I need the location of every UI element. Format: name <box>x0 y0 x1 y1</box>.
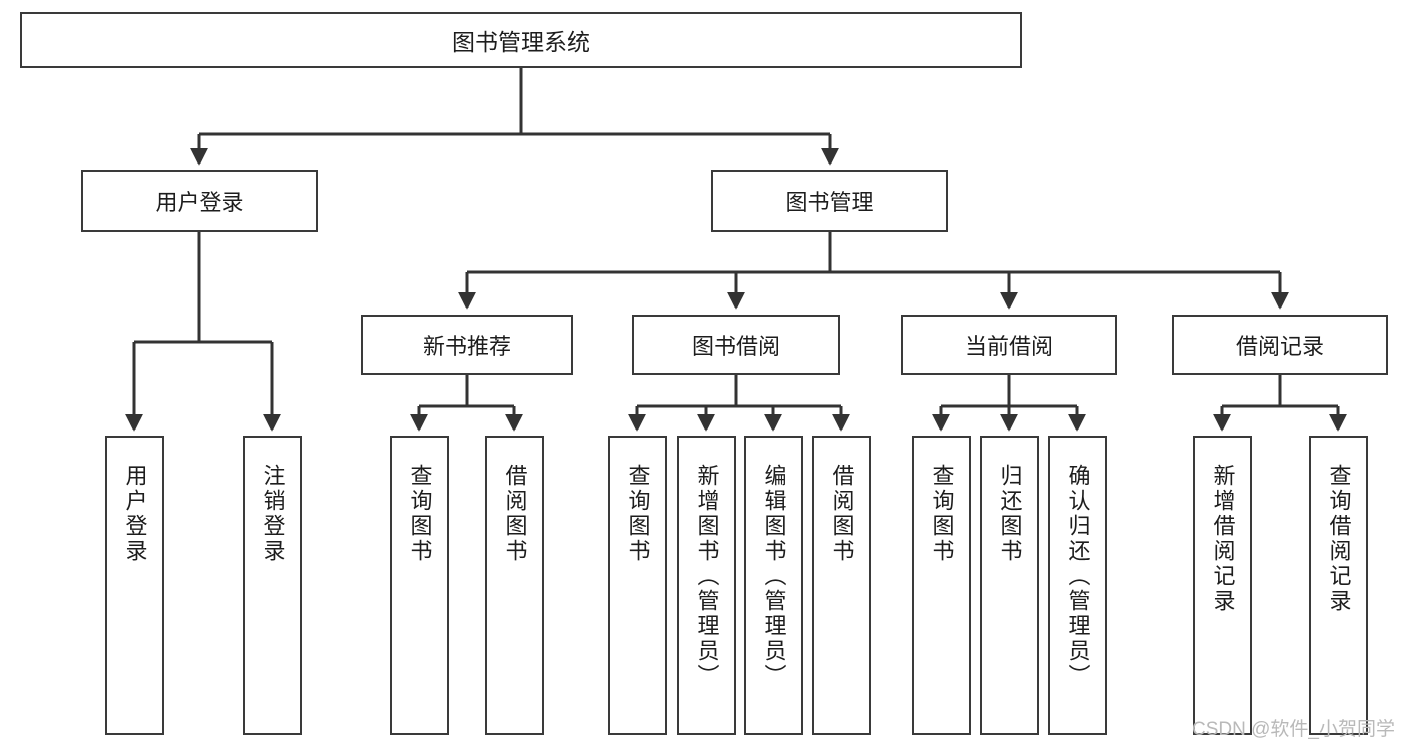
leaf-book-borrow-edit[interactable]: 编辑图书（管理员） <box>744 436 803 735</box>
node-borrow-record[interactable]: 借阅记录 <box>1172 315 1388 375</box>
leaf-book-borrow-add[interactable]: 新增图书（管理员） <box>677 436 736 735</box>
leaf-current-borrow-confirm[interactable]: 确认归还（管理员） <box>1048 436 1107 735</box>
leaf-user-login-login[interactable]: 用户登录 <box>105 436 164 735</box>
node-current-borrow[interactable]: 当前借阅 <box>901 315 1117 375</box>
leaf-label: 借阅图书 <box>829 464 855 564</box>
leaf-borrow-record-add[interactable]: 新增借阅记录 <box>1193 436 1252 735</box>
leaf-new-book-borrow[interactable]: 借阅图书 <box>485 436 544 735</box>
leaf-label: 查询图书 <box>625 464 651 564</box>
leaf-user-login-logout[interactable]: 注销登录 <box>243 436 302 735</box>
leaf-label: 注销登录 <box>260 464 286 564</box>
node-new-book-recommend[interactable]: 新书推荐 <box>361 315 573 375</box>
node-current-borrow-label: 当前借阅 <box>964 334 1053 359</box>
leaf-label: 查询图书 <box>407 464 433 564</box>
leaf-book-borrow-borrow[interactable]: 借阅图书 <box>812 436 871 735</box>
node-borrow-record-label: 借阅记录 <box>1235 334 1324 359</box>
leaf-label: 用户登录 <box>122 464 148 564</box>
leaf-label: 归还图书 <box>997 464 1023 564</box>
leaf-borrow-record-query[interactable]: 查询借阅记录 <box>1309 436 1368 735</box>
leaf-label: 新增图书（管理员） <box>694 464 720 689</box>
node-root[interactable]: 图书管理系统 <box>20 12 1022 68</box>
leaf-current-borrow-query[interactable]: 查询图书 <box>912 436 971 735</box>
leaf-label: 查询借阅记录 <box>1326 464 1352 614</box>
leaf-label: 确认归还（管理员） <box>1065 464 1091 689</box>
node-book-borrow[interactable]: 图书借阅 <box>632 315 840 375</box>
leaf-current-borrow-return[interactable]: 归还图书 <box>980 436 1039 735</box>
leaf-label: 新增借阅记录 <box>1210 464 1236 614</box>
node-user-login-label: 用户登录 <box>155 190 244 215</box>
leaf-label: 借阅图书 <box>502 464 528 564</box>
leaf-new-book-query[interactable]: 查询图书 <box>390 436 449 735</box>
leaf-label: 编辑图书（管理员） <box>761 464 787 689</box>
node-book-manage-label: 图书管理 <box>785 190 874 215</box>
node-new-book-recommend-label: 新书推荐 <box>422 334 511 359</box>
leaf-book-borrow-query[interactable]: 查询图书 <box>608 436 667 735</box>
node-root-label: 图书管理系统 <box>452 29 590 55</box>
node-book-manage[interactable]: 图书管理 <box>711 170 948 232</box>
leaf-label: 查询图书 <box>929 464 955 564</box>
node-user-login[interactable]: 用户登录 <box>81 170 318 232</box>
node-book-borrow-label: 图书借阅 <box>691 334 780 359</box>
